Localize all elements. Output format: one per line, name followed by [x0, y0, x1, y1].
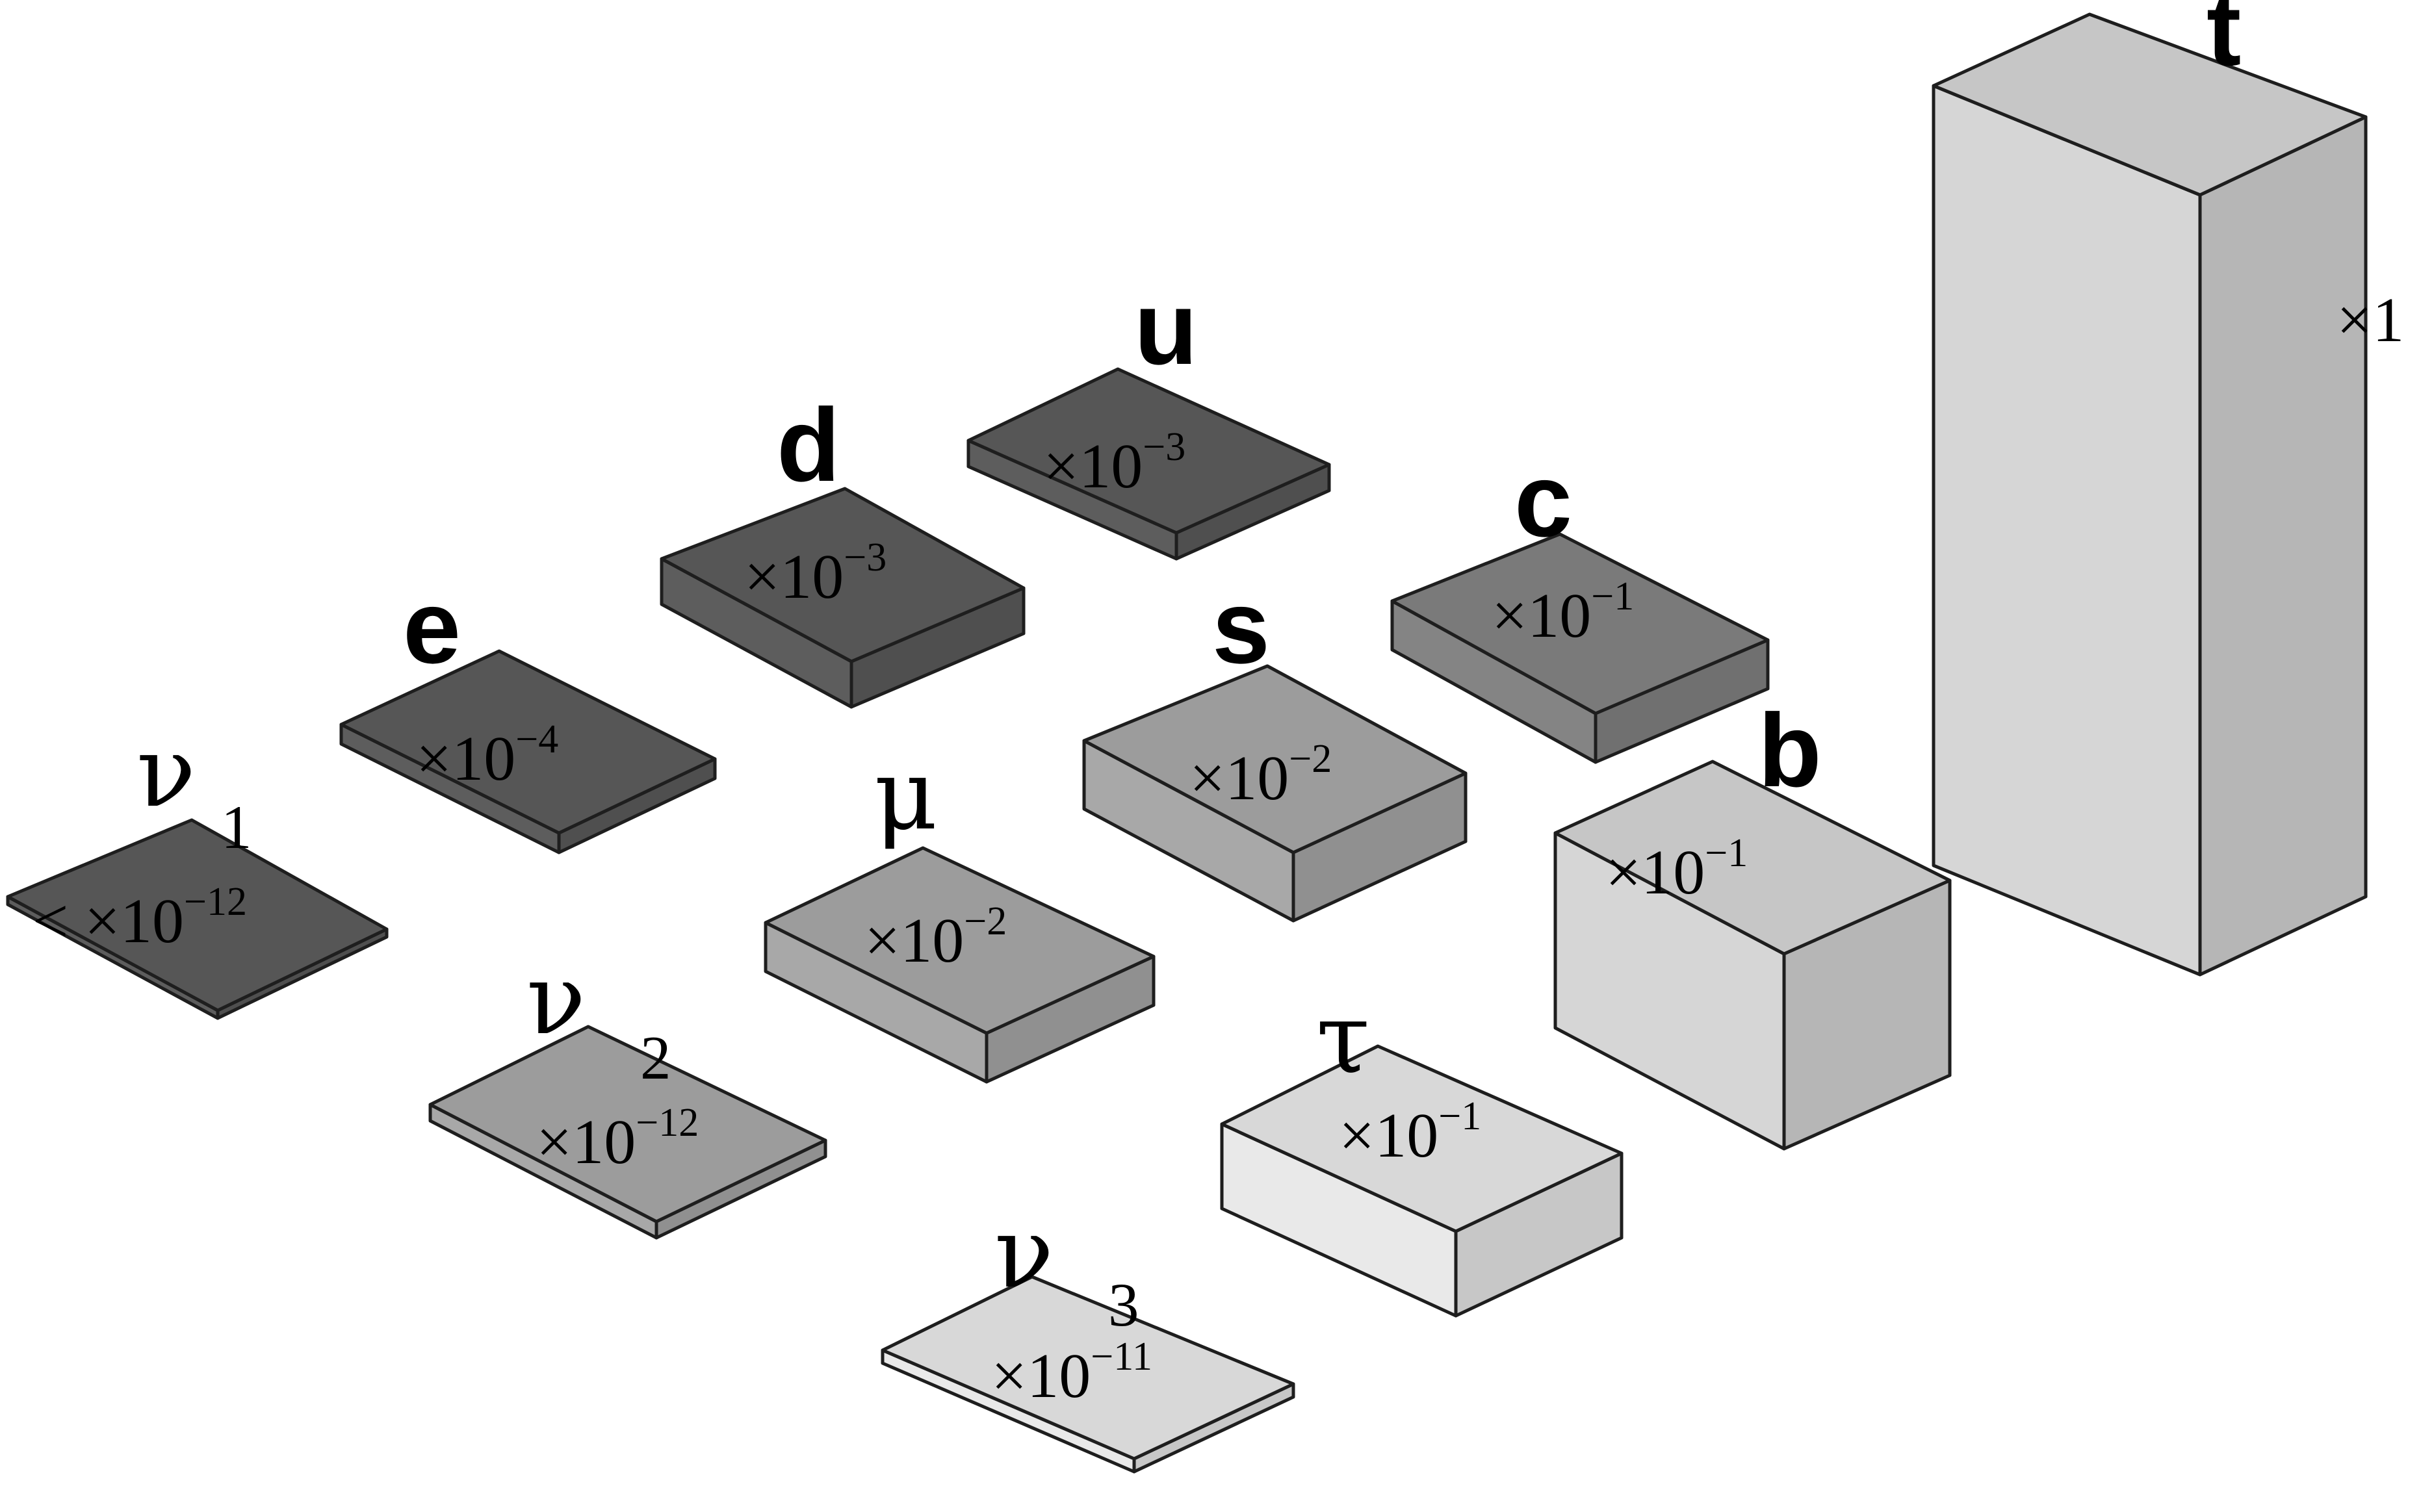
block-d-top-face — [660, 487, 1026, 663]
block-b-top-face — [1553, 760, 1952, 956]
particle-symbol-nu3: ν — [994, 1197, 1054, 1310]
block-u-top-face — [966, 367, 1331, 535]
mass-exponent-e: −4 — [515, 717, 558, 762]
block-d: d×10−3 — [660, 387, 1026, 709]
mass-exponent-mu: −2 — [964, 899, 1007, 943]
mass-exponent-nu1: −12 — [184, 880, 247, 924]
block-tau: τ×10−1 — [1220, 982, 1624, 1318]
block-c-top-face — [1390, 532, 1770, 715]
mass-exponent-u: −3 — [1143, 425, 1185, 469]
particle-symbol-nu2: ν — [526, 943, 586, 1057]
block-t-left-face — [1932, 84, 2202, 977]
particle-symbol-b: b — [1758, 692, 1822, 808]
block-mu: μ×10−2 — [764, 739, 1156, 1084]
particle-symbol-c: c — [1514, 442, 1572, 558]
block-nu2-top-face — [428, 1025, 827, 1224]
particle-symbol-d: d — [777, 387, 840, 503]
mass-exponent-s: −2 — [1289, 737, 1332, 781]
particle-symbol-e: e — [403, 569, 461, 685]
block-t-right-face — [2198, 115, 2368, 977]
particle-symbol-nu1: ν — [136, 716, 196, 829]
mass-exponent-tau: −1 — [1438, 1094, 1481, 1138]
mass-exponent-d: −3 — [844, 535, 887, 580]
particle-subscript-nu2: 2 — [640, 1023, 671, 1092]
block-b: b×10−1 — [1553, 692, 1952, 1151]
block-s: s×10−2 — [1082, 569, 1468, 923]
particle-subscript-nu3: 3 — [1108, 1270, 1139, 1339]
block-t-top-face — [1932, 12, 2368, 197]
block-u: u×10−3 — [966, 270, 1331, 561]
particle-subscript-nu1: 1 — [221, 793, 252, 862]
mass-exponent-nu2: −12 — [636, 1101, 699, 1145]
mass-scale-e: ×10−4 — [416, 717, 558, 794]
block-tau-top-face — [1220, 1044, 1624, 1233]
block-nu3-top-face — [881, 1275, 1295, 1461]
block-nu2: ν2×10−12 — [428, 943, 827, 1240]
block-nu1-top-face — [6, 818, 389, 1012]
block-e: e ×10−4 — [339, 569, 717, 854]
particle-symbol-tau: τ — [1316, 982, 1370, 1096]
particle-symbol-t: t — [2207, 0, 2241, 87]
mass-scale-t: ×1 — [2337, 285, 2404, 355]
particle-symbol-s: s — [1212, 569, 1270, 685]
mass-exponent-nu3: −11 — [1091, 1335, 1152, 1379]
mass-exponent-c: −1 — [1591, 574, 1634, 619]
block-c: c×10−1 — [1390, 442, 1770, 764]
block-mu-top-face — [764, 846, 1156, 1035]
mass-exponent-b: −1 — [1705, 831, 1748, 875]
block-s-top-face — [1082, 664, 1468, 854]
particle-symbol-u: u — [1134, 270, 1198, 386]
block-e-top-face — [339, 649, 717, 835]
block-t: t ×1 — [1932, 0, 2404, 977]
particle-symbol-mu: μ — [874, 739, 938, 852]
